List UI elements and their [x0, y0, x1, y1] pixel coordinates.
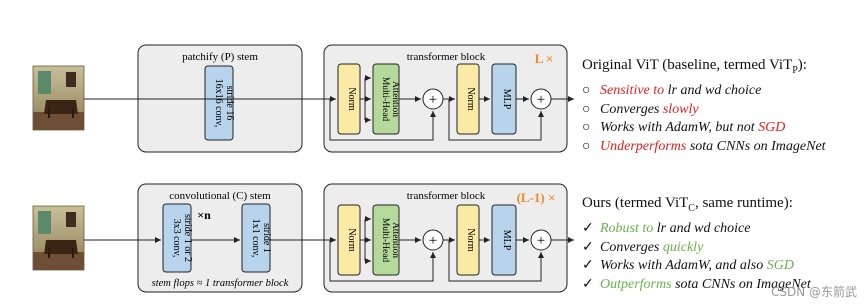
- input-image-bottom: [32, 205, 85, 271]
- top-norm2-label: Norm: [465, 87, 476, 111]
- conv3x3-line2: stride 1 or 2: [182, 214, 193, 262]
- conv1x1-line2: stride 1: [261, 223, 272, 253]
- input-image-top: [32, 65, 85, 131]
- conv1x1-block: [241, 203, 271, 273]
- bottom-transformer-title: transformer block: [407, 190, 486, 202]
- patchify-conv-line1: 16x16 conv,: [213, 79, 224, 128]
- patchify-conv-line2: stride 16: [224, 86, 235, 121]
- item-text: sota CNNs on ImageNet: [671, 276, 811, 292]
- circle-bullet-icon: ○: [582, 83, 591, 98]
- bottom-connectors: [84, 216, 574, 282]
- item-text: sota CNNs on ImageNet: [686, 138, 826, 154]
- bottom-add2-label: +: [537, 233, 545, 249]
- top-norm1-label: Norm: [346, 87, 357, 111]
- item-text: lr and wd choice: [664, 83, 762, 98]
- item-text: Converges: [600, 101, 663, 117]
- bottom-norm1-label: Norm: [346, 228, 357, 252]
- top-repeat-label: L ×: [535, 51, 554, 66]
- circle-bullet-icon: ○: [582, 101, 591, 117]
- check-icon: ✓: [582, 276, 594, 292]
- top-connectors: [84, 75, 574, 141]
- circle-bullet-icon: ○: [582, 138, 591, 154]
- highlight-text: slowly: [662, 101, 699, 117]
- bottom-norm2-label: Norm: [465, 228, 476, 252]
- original-vit-heading: Original ViT (baseline, termed ViTP):: [582, 57, 807, 76]
- highlight-text: Underperforms: [600, 138, 687, 154]
- bottom-add1-label: +: [429, 233, 437, 249]
- bottom-repeat-label: (L-1) ×: [517, 190, 556, 205]
- list-item: ○ Converges slowly: [582, 101, 862, 120]
- patchify-conv-block: [204, 65, 234, 141]
- patchify-stem-title: patchify (P) stem: [182, 51, 258, 63]
- check-icon: ✓: [582, 258, 594, 273]
- ours-vit-list: ✓ Robust to lr and wd choice ✓ Converges qu…: [582, 220, 862, 294]
- list-item: ✓ Robust to lr and wd choice: [582, 220, 862, 239]
- item-text: lr and wd choice: [653, 221, 751, 236]
- highlight-text: SGD: [758, 120, 786, 135]
- conv3x3-block: [162, 203, 192, 273]
- top-attention-line2: Attention: [390, 81, 400, 117]
- list-item: ✓ Works with AdamW, and also SGD: [582, 257, 862, 276]
- stem-flops-note: stem flops ≈ 1 transformer block: [152, 278, 289, 289]
- list-item: ✓ Converges quickly: [582, 239, 862, 258]
- circle-bullet-icon: ○: [582, 120, 591, 135]
- conv1x1-line1: 1x1 conv,: [250, 219, 261, 258]
- bottom-attention-line2: Attention: [390, 222, 400, 258]
- conv3x3-line1: 3x3 conv,: [171, 219, 182, 258]
- bottom-attention-line1: Multi-Head: [380, 218, 390, 263]
- architecture-diagram: patchify (P) stem 16x16 conv, stride 16 …: [32, 44, 574, 293]
- list-item: ○ Sensitive to lr and wd choice: [582, 82, 862, 101]
- original-vit-section: Original ViT (baseline, termed ViTP): ○ S…: [582, 56, 862, 156]
- repeat-n-label: ×n: [197, 208, 211, 222]
- top-add2-label: +: [537, 92, 545, 108]
- highlight-text: quickly: [662, 239, 704, 255]
- original-vit-list: ○ Sensitive to lr and wd choice ○ Converges…: [582, 82, 862, 156]
- item-text: Works with AdamW, but not: [600, 120, 759, 135]
- ours-vit-section: Ours (termed ViTC, same runtime): ✓ Robus…: [582, 194, 862, 294]
- top-add1-label: +: [429, 92, 437, 108]
- top-attention-line1: Multi-Head: [380, 77, 390, 122]
- watermark: CSDN @东箭武: [770, 285, 857, 299]
- list-item: ○ Underperforms sota CNNs on ImageNet: [582, 138, 862, 157]
- conv-stem-title: convolutional (C) stem: [169, 190, 271, 202]
- check-icon: ✓: [582, 239, 594, 255]
- highlight-text: SGD: [766, 258, 794, 273]
- list-item: ○ Works with AdamW, but not SGD: [582, 119, 862, 138]
- item-text: Converges: [600, 239, 663, 255]
- list-item: ✓ Outperforms sota CNNs on ImageNet: [582, 276, 862, 295]
- bottom-mlp-label: MLP: [501, 230, 512, 251]
- top-transformer-title: transformer block: [407, 51, 486, 63]
- item-text: Works with AdamW, and also: [600, 258, 767, 273]
- highlight-text: Robust to: [600, 221, 654, 236]
- highlight-text: Sensitive to: [600, 83, 665, 98]
- highlight-text: Outperforms: [600, 276, 672, 292]
- check-icon: ✓: [582, 221, 594, 236]
- top-mlp-label: MLP: [501, 89, 512, 110]
- ours-vit-heading: Ours (termed ViTC, same runtime):: [582, 195, 793, 214]
